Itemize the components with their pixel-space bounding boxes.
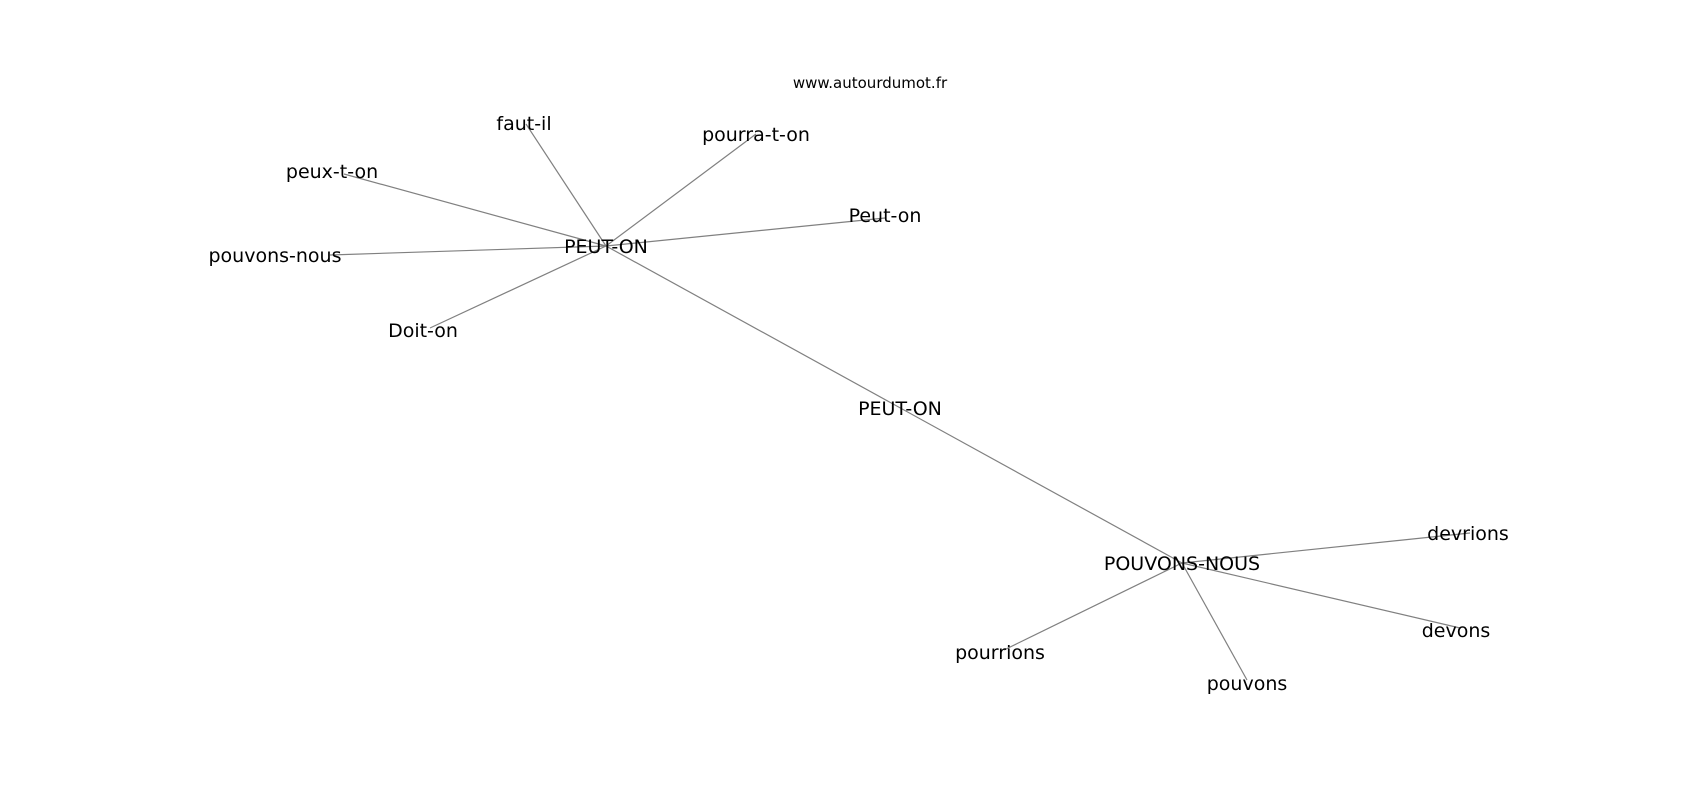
edge-peut-on-hub-to-pouvons-nous-lower: [329, 245, 607, 256]
graph-edges: [329, 123, 1471, 681]
node-label-faut-il: faut-il: [496, 113, 551, 135]
node-label-peut-on-variant: Peut-on: [849, 205, 922, 227]
node-label-doit-on: Doit-on: [388, 320, 458, 342]
edge-peut-on-hub-to-doit-on: [429, 245, 607, 329]
node-label-pourrions: pourrions: [955, 642, 1045, 664]
node-label-peut-on-center: PEUT-ON: [858, 398, 942, 420]
edge-pouvons-nous-hub-to-devrions: [1181, 532, 1471, 564]
node-label-pouvons-nous-hub: POUVONS-NOUS: [1104, 553, 1260, 575]
node-label-devons: devons: [1422, 620, 1491, 642]
edge-pouvons-nous-hub-to-devons: [1181, 562, 1461, 629]
node-label-devrions: devrions: [1427, 523, 1509, 545]
watermark-text: www.autourdumot.fr: [793, 74, 948, 92]
node-label-pouvons-nous-lower: pouvons-nous: [209, 245, 342, 267]
edge-pouvons-nous-hub-to-pouvons: [1181, 562, 1248, 681]
edge-pouvons-nous-hub-to-pourrions: [1003, 562, 1183, 651]
node-label-pourra-t-on: pourra-t-on: [702, 124, 810, 146]
edge-peut-on-hub-to-faut-il: [525, 123, 607, 247]
node-label-peux-t-on: peux-t-on: [286, 161, 378, 183]
edge-peut-on-hub-to-pourra-t-on: [605, 133, 757, 247]
edge-peut-on-hub-to-peut-on-variant: [605, 217, 886, 247]
node-label-pouvons: pouvons: [1207, 673, 1288, 695]
edge-peut-on-hub-to-pouvons-nous-hub: [605, 245, 1183, 564]
graph-nodes: PEUT-ON faut-il pourra-t-on peux-t-onPeut-o…: [209, 113, 1509, 695]
edge-peut-on-hub-to-peux-t-on: [343, 173, 607, 247]
node-label-peut-on-hub: PEUT-ON: [564, 236, 648, 258]
